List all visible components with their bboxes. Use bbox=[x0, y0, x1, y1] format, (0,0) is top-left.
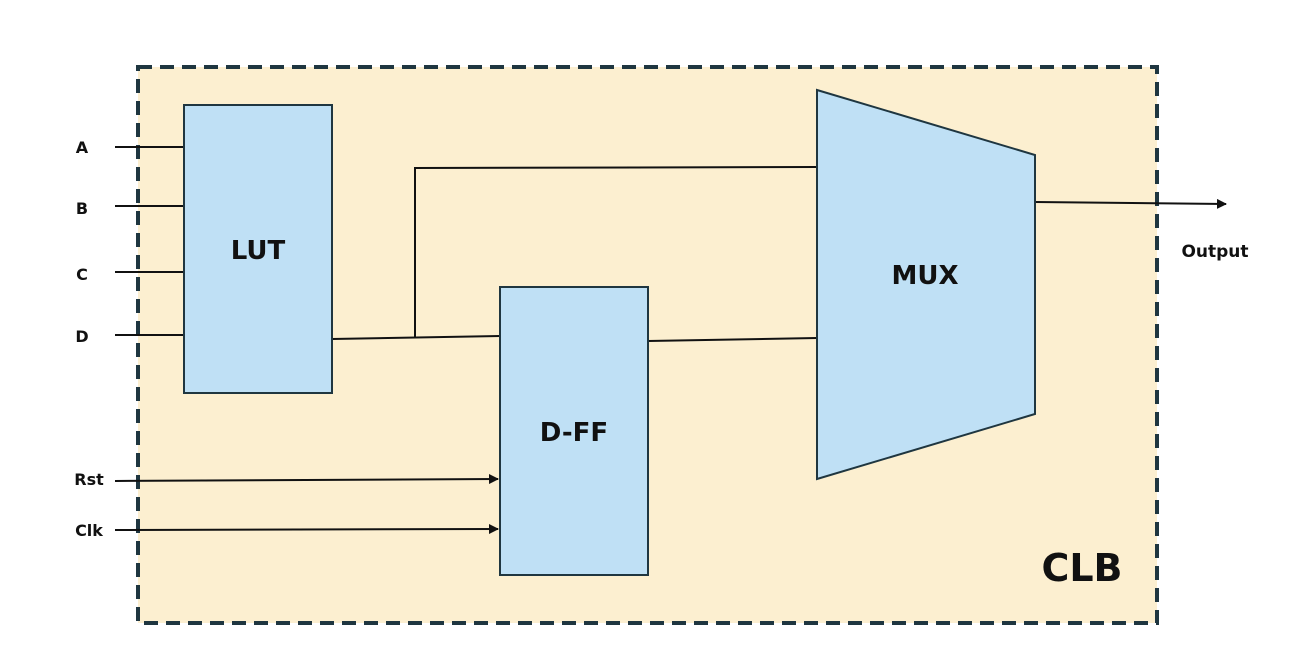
wire-lut-to-dff bbox=[331, 335, 501, 340]
wire-output bbox=[1034, 198, 1227, 209]
input-label-rst: Rst bbox=[74, 470, 104, 489]
lut-block bbox=[183, 104, 333, 394]
wire-rst bbox=[114, 474, 499, 485]
input-label-c: C bbox=[76, 265, 88, 284]
wire-lut-bypass-to-mux bbox=[414, 166, 818, 337]
lut-label: LUT bbox=[231, 236, 286, 266]
input-label-b: B bbox=[76, 199, 88, 218]
dff-block bbox=[499, 286, 649, 576]
clb-label: CLB bbox=[1041, 546, 1122, 590]
wire-dff-to-mux bbox=[647, 337, 818, 342]
input-label-d: D bbox=[75, 327, 88, 346]
output-label: Output bbox=[1181, 242, 1248, 262]
mux-block bbox=[816, 88, 1036, 481]
dff-label: D-FF bbox=[540, 418, 608, 448]
input-label-a: A bbox=[76, 138, 89, 157]
mux-label: MUX bbox=[891, 261, 958, 291]
wire-clk bbox=[114, 524, 499, 535]
input-label-clk: Clk bbox=[75, 521, 103, 540]
